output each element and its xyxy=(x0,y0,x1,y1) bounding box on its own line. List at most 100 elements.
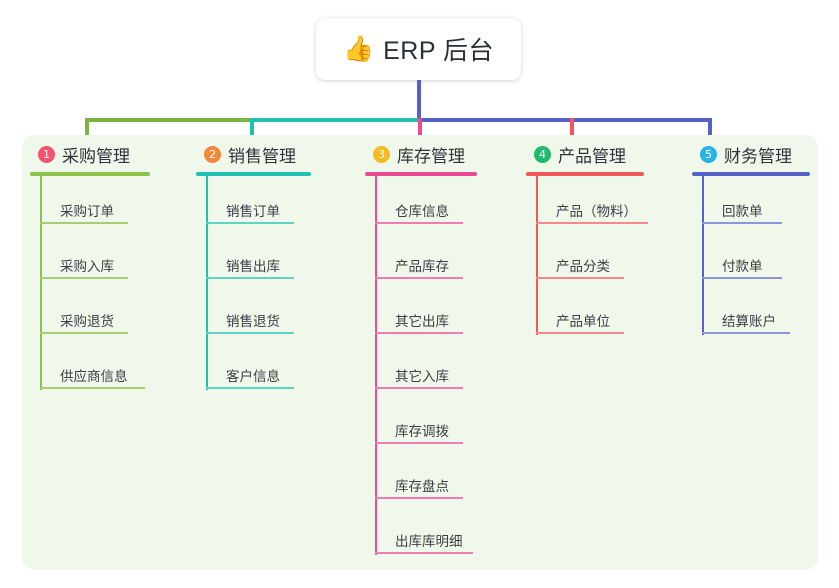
branch-item[interactable]: 其它入库 xyxy=(365,341,477,396)
branch-item-underline xyxy=(536,222,648,224)
branch-item[interactable]: 销售出库 xyxy=(196,231,311,286)
branch-item-label: 出库库明细 xyxy=(395,534,463,549)
branch-number-badge: 2 xyxy=(204,145,221,163)
branch-header-underline xyxy=(30,172,150,176)
branch-item-label: 客户信息 xyxy=(226,369,280,384)
branch-item-underline xyxy=(40,387,145,389)
connector-drop-1 xyxy=(85,118,89,142)
branch-item-underline xyxy=(206,387,294,389)
branch-header-underline xyxy=(365,172,477,176)
branch-item-underline xyxy=(536,277,624,279)
root-title: ERP 后台 xyxy=(383,37,495,65)
branch-item-label: 付款单 xyxy=(722,259,763,274)
branch-item-underline xyxy=(206,222,294,224)
branch-item-label: 其它入库 xyxy=(395,369,449,384)
branch-item[interactable]: 结算账户 xyxy=(692,286,810,341)
branch-item-label: 供应商信息 xyxy=(60,369,128,384)
branch-item[interactable]: 回款单 xyxy=(692,176,810,231)
branch-item-label: 产品库存 xyxy=(395,259,449,274)
branch-item-list: 销售订单销售出库销售退货客户信息 xyxy=(196,176,311,396)
branch-item[interactable]: 仓库信息 xyxy=(365,176,477,231)
branch-item[interactable]: 采购入库 xyxy=(30,231,150,286)
branch-item-label: 其它出库 xyxy=(395,314,449,329)
branch-item-label: 库存调拨 xyxy=(395,424,449,439)
root-node[interactable]: 👍 ERP 后台 xyxy=(316,18,521,80)
branch-header-3[interactable]: 3 库存管理 xyxy=(365,140,477,168)
branch-item-label: 库存盘点 xyxy=(395,479,449,494)
branch-item[interactable]: 产品分类 xyxy=(526,231,644,286)
branch-number-badge: 5 xyxy=(700,145,717,163)
branch-item-underline xyxy=(702,222,782,224)
branch-title: 销售管理 xyxy=(228,146,296,166)
connector-drop-2 xyxy=(250,118,254,142)
branch-spine xyxy=(40,176,42,390)
branch-item-label: 仓库信息 xyxy=(395,204,449,219)
branch-item-underline xyxy=(702,277,782,279)
connector-bar-green xyxy=(85,118,252,122)
branch-title: 采购管理 xyxy=(62,146,130,166)
branch-item-list: 采购订单采购入库采购退货供应商信息 xyxy=(30,176,150,396)
branch-item-underline xyxy=(40,277,128,279)
branch-header-underline xyxy=(526,172,644,176)
branch-spine xyxy=(206,176,208,390)
branch-header-2[interactable]: 2 销售管理 xyxy=(196,140,311,168)
branch-title: 库存管理 xyxy=(397,146,465,166)
branch-item-underline xyxy=(206,277,294,279)
connector-bar-teal xyxy=(250,118,420,122)
branch-item-underline xyxy=(206,332,294,334)
branch-item-underline xyxy=(40,332,128,334)
connector-root-stem xyxy=(417,80,421,122)
branch-item-label: 结算账户 xyxy=(722,314,776,329)
connector-bar-purple xyxy=(418,118,712,122)
branch-column-1[interactable]: 1 采购管理采购订单采购入库采购退货供应商信息 xyxy=(30,140,150,396)
branch-item-underline xyxy=(375,497,463,499)
connector-drop-3 xyxy=(418,118,422,142)
connector-drop-4 xyxy=(570,118,574,142)
branch-item-label: 销售订单 xyxy=(226,204,280,219)
branch-number-badge: 3 xyxy=(373,145,390,163)
branch-item-list: 仓库信息产品库存其它出库其它入库库存调拨库存盘点出库库明细 xyxy=(365,176,477,561)
branch-item[interactable]: 销售退货 xyxy=(196,286,311,341)
branch-item[interactable]: 产品（物料） xyxy=(526,176,648,231)
branch-column-2[interactable]: 2 销售管理销售订单销售出库销售退货客户信息 xyxy=(196,140,311,396)
branch-item[interactable]: 产品单位 xyxy=(526,286,644,341)
branch-item-label: 销售退货 xyxy=(226,314,280,329)
branch-item-label: 销售出库 xyxy=(226,259,280,274)
branch-item-underline xyxy=(702,332,790,334)
connector-drop-5 xyxy=(708,118,712,142)
branch-item-label: 采购订单 xyxy=(60,204,114,219)
branch-item-label: 回款单 xyxy=(722,204,763,219)
branch-number-badge: 4 xyxy=(534,145,551,163)
branch-column-3[interactable]: 3 库存管理仓库信息产品库存其它出库其它入库库存调拨库存盘点出库库明细 xyxy=(365,140,477,561)
branch-item[interactable]: 供应商信息 xyxy=(30,341,150,396)
branch-item[interactable]: 销售订单 xyxy=(196,176,311,231)
branch-item-underline xyxy=(375,442,463,444)
branch-item[interactable]: 采购订单 xyxy=(30,176,150,231)
branch-item[interactable]: 客户信息 xyxy=(196,341,311,396)
branch-item[interactable]: 其它出库 xyxy=(365,286,477,341)
branch-item-underline xyxy=(375,332,463,334)
branch-number-badge: 1 xyxy=(38,145,55,163)
branch-item[interactable]: 采购退货 xyxy=(30,286,150,341)
branch-header-underline xyxy=(196,172,311,176)
branch-item-list: 产品（物料） 产品分类产品单位 xyxy=(526,176,648,341)
branch-item-label: 产品分类 xyxy=(556,259,610,274)
branch-item-underline xyxy=(536,332,624,334)
branch-item[interactable]: 出库库明细 xyxy=(365,506,477,561)
branch-header-1[interactable]: 1 采购管理 xyxy=(30,140,150,168)
branch-item[interactable]: 库存盘点 xyxy=(365,451,477,506)
branch-spine xyxy=(375,176,377,555)
branch-item[interactable]: 产品库存 xyxy=(365,231,477,286)
branch-item-label: 采购入库 xyxy=(60,259,114,274)
branch-item-list: 回款单付款单结算账户 xyxy=(692,176,810,341)
branch-item[interactable]: 付款单 xyxy=(692,231,810,286)
branch-item-label: 采购退货 xyxy=(60,314,114,329)
thumbs-up-icon: 👍 xyxy=(342,34,375,63)
branch-item[interactable]: 库存调拨 xyxy=(365,396,477,451)
branch-item-label: 产品（物料） xyxy=(556,204,637,219)
